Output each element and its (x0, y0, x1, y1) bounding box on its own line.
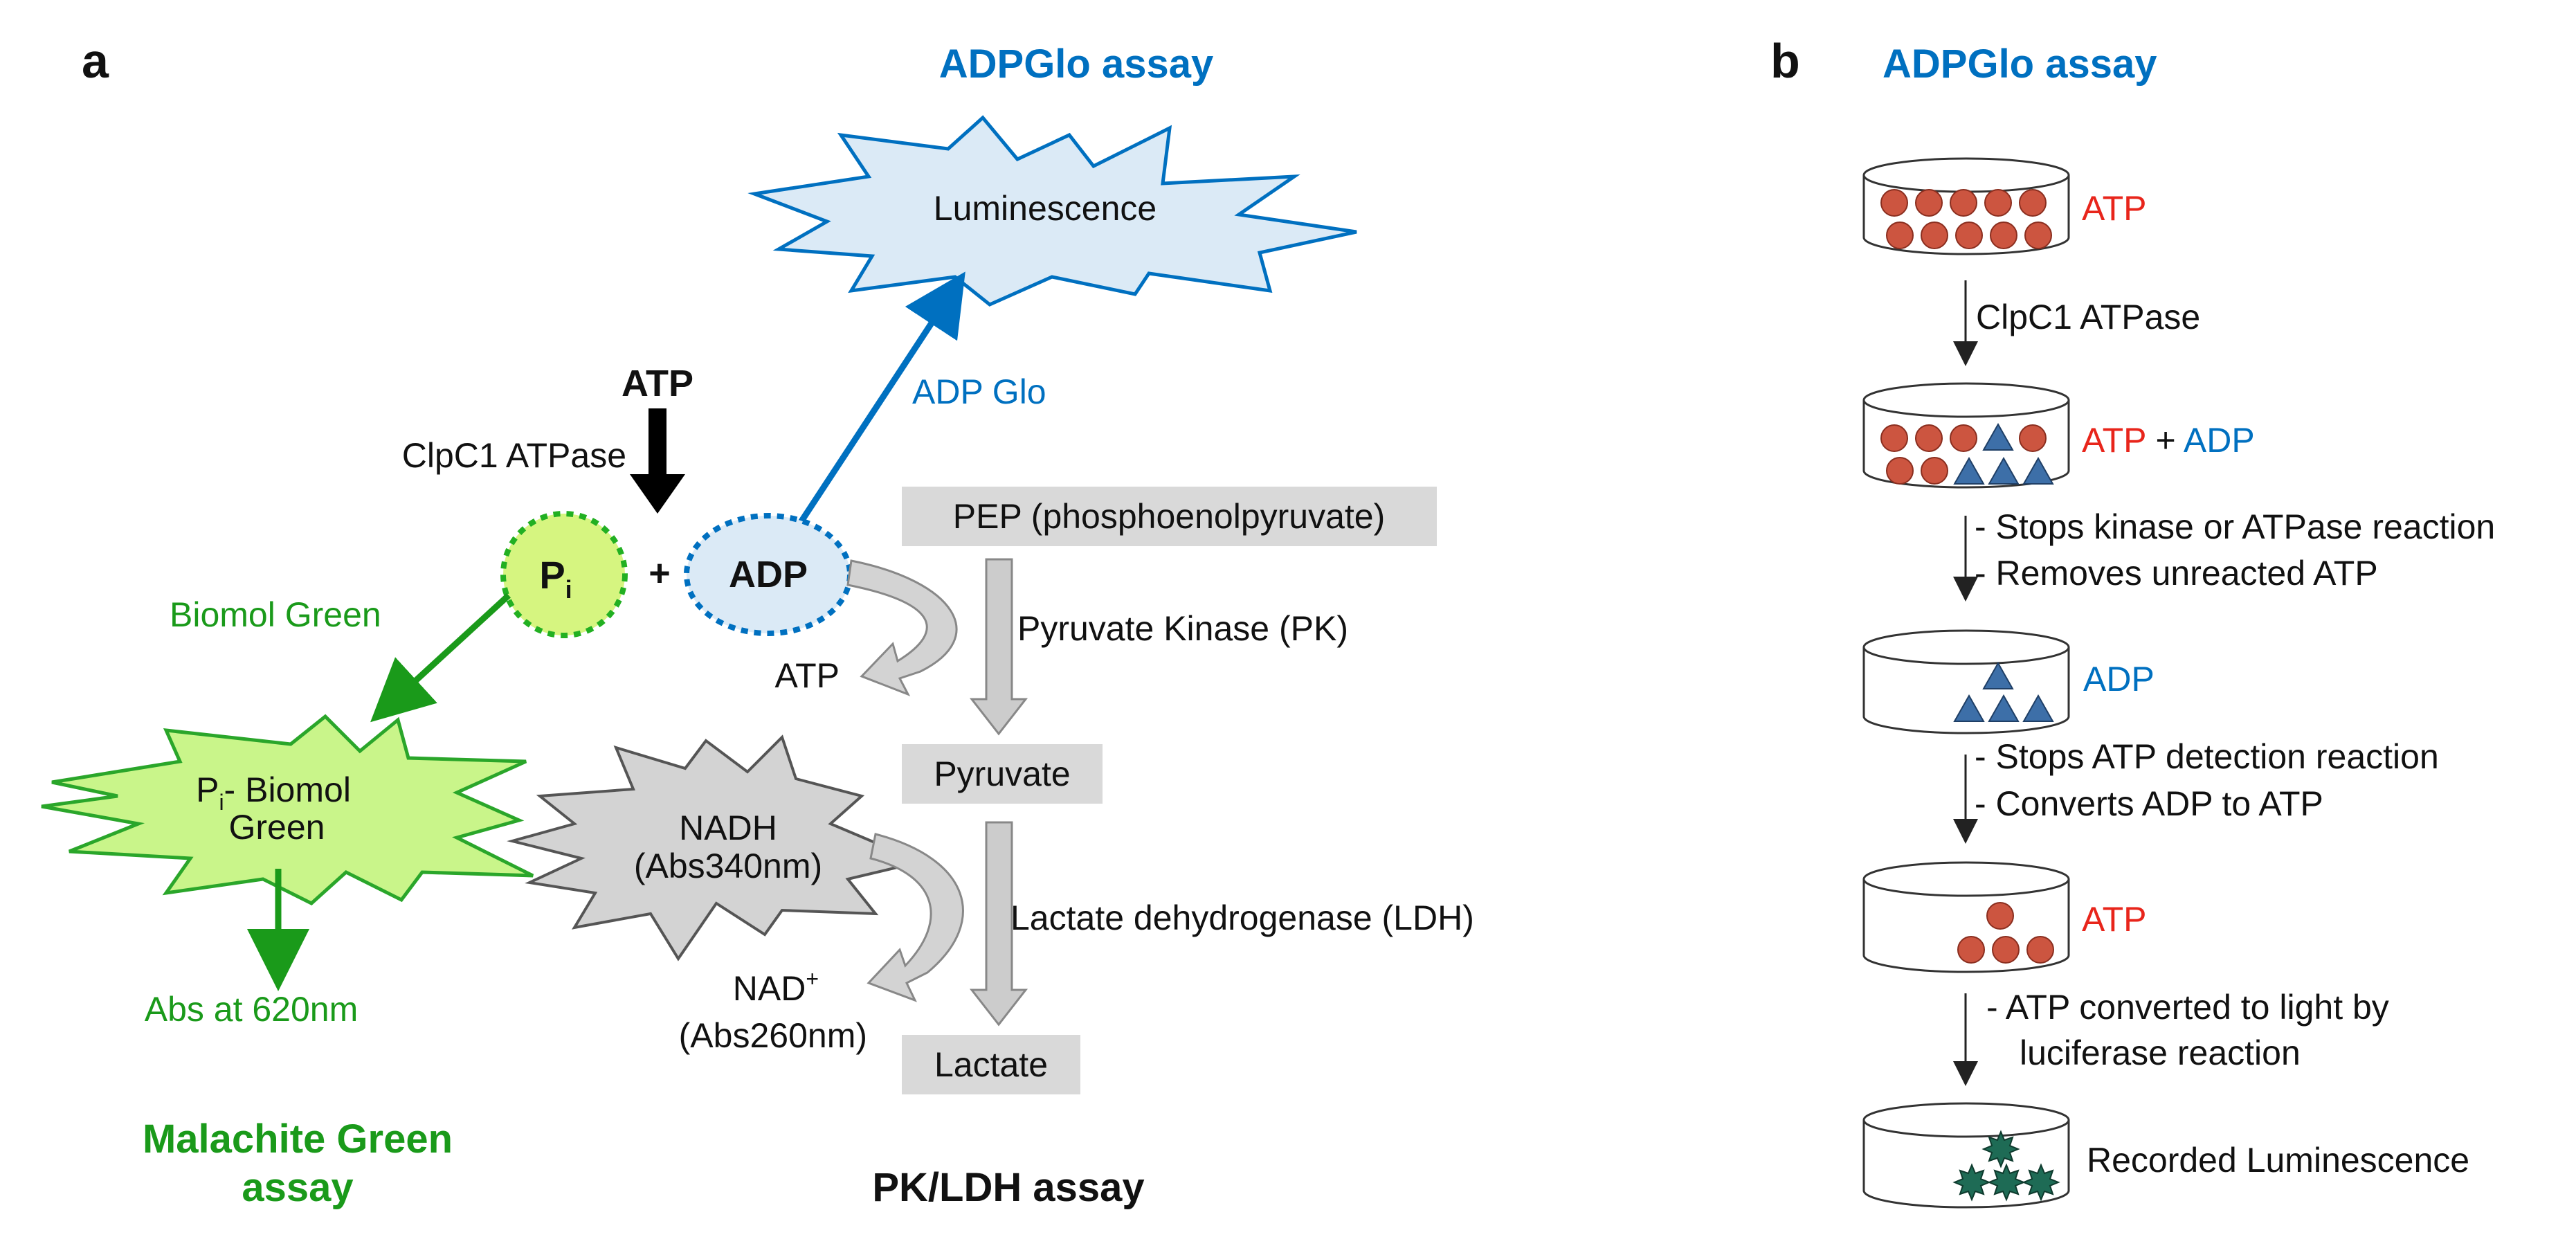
dish-3 (1862, 629, 2070, 734)
panel-b-title: ADPGlo assay (1883, 42, 2157, 87)
malachite-assay-title-2: assay (242, 1165, 353, 1210)
dish-1-rim (1862, 157, 2070, 193)
panel-a: a ADPGlo assay Luminescence ADP Glo ATP … (41, 34, 1474, 1210)
step4-arrow-line1: - ATP converted to light by (1986, 988, 2389, 1027)
dish-1 (1862, 157, 2070, 255)
pi-biomol-label-1: Pi- Biomol (196, 770, 351, 815)
step3-adp-label: ADP (2083, 660, 2155, 698)
step2-arrow-line1: - Stops kinase or ATPase reaction (1975, 507, 2495, 546)
adpglo-assay-title: ADPGlo assay (939, 42, 1214, 87)
step1-arrow-label: ClpC1 ATPase (1976, 298, 2200, 336)
step3-arrow-line1: - Stops ATP detection reaction (1975, 737, 2439, 776)
adp-glo-arrow (793, 271, 965, 532)
atp-from-adp-label: ATP (774, 656, 840, 695)
step2-label: ATP + ADP (2082, 421, 2255, 460)
dish-4 (1862, 861, 2070, 973)
adp-glo-label: ADP Glo (912, 372, 1046, 411)
atp-top-label: ATP (622, 363, 693, 404)
dish-3-rim (1862, 629, 2070, 665)
light-burst-icon (2022, 1163, 2060, 1202)
ldh-label: Lactate dehydrogenase (LDH) (1010, 899, 1474, 937)
step4-arrow-line2: luciferase reaction (2020, 1033, 2301, 1072)
pk-label: Pyruvate Kinase (PK) (1017, 609, 1348, 648)
plus-sign: + (648, 552, 671, 594)
dish-3-body (1862, 647, 2070, 734)
dish-2-adp-triangles (1953, 422, 2054, 485)
pi-biomol-burst (41, 714, 534, 905)
dish-2-rim (1862, 382, 2070, 418)
clpc1-atpase-label: ClpC1 ATPase (402, 436, 626, 475)
pep-box (902, 487, 1437, 546)
malachite-assay-title-1: Malachite Green (143, 1117, 453, 1162)
atp-thick-arrow (630, 408, 685, 514)
nadh-label-1: NADH (679, 809, 777, 847)
pk-ldh-assay-title: PK/LDH assay (872, 1165, 1144, 1210)
light-burst-icon (1952, 1163, 1991, 1202)
adp-label: ADP (729, 554, 808, 595)
nadh-label-2: (Abs340nm) (634, 847, 822, 885)
step5-label: Recorded Luminescence (2087, 1141, 2469, 1180)
nad-abs-label: (Abs260nm) (679, 1016, 867, 1055)
nadh-to-nad-curve (867, 833, 964, 1002)
nadh-burst (507, 734, 925, 961)
dish-5-light-icons (1952, 1130, 2060, 1202)
dish-3-adp-triangles (1953, 661, 2054, 722)
dish-5 (1862, 1102, 2070, 1209)
pep-label: PEP (phosphoenolpyruvate) (953, 497, 1386, 536)
dish-5-rim (1862, 1102, 2070, 1138)
panel-b: b ADPGlo assay ATP ClpC1 ATPase (1770, 34, 2495, 1209)
ldh-block-arrow (969, 821, 1028, 1027)
dish-4-atp-balls (1957, 902, 2054, 964)
step1-atp-label: ATP (2082, 189, 2147, 228)
pk-block-arrow (969, 558, 1028, 736)
dish-1-atp-balls (1880, 189, 2052, 249)
adp-to-atp-curve (846, 559, 958, 696)
nad-plus-label: NAD+ (733, 966, 819, 1008)
dish-2 (1862, 382, 2070, 489)
dish-2-atp-balls (1880, 424, 2047, 485)
pi-circle (500, 511, 628, 638)
step4-atp-label: ATP (2082, 900, 2147, 939)
panel-b-label: b (1770, 34, 1800, 88)
pi-biomol-label-2: Green (229, 808, 325, 847)
pyruvate-box (902, 744, 1103, 804)
panel-a-label: a (82, 34, 109, 88)
biomol-green-label: Biomol Green (170, 595, 381, 634)
lactate-box (902, 1035, 1080, 1094)
dish-4-rim (1862, 861, 2070, 897)
step3-arrow-line2: - Converts ADP to ATP (1975, 784, 2323, 823)
abs-620-label: Abs at 620nm (145, 990, 359, 1029)
pyruvate-label: Pyruvate (934, 755, 1070, 793)
step2-arrow-line2: - Removes unreacted ATP (1975, 554, 2378, 593)
pi-label: Pi (539, 553, 572, 604)
light-burst-icon (1987, 1163, 2026, 1202)
luminescence-burst (747, 115, 1357, 307)
light-burst-icon (1981, 1130, 2020, 1168)
biomol-green-arrow (370, 593, 511, 723)
luminescence-label: Luminescence (934, 189, 1157, 228)
lactate-label: Lactate (934, 1045, 1048, 1084)
